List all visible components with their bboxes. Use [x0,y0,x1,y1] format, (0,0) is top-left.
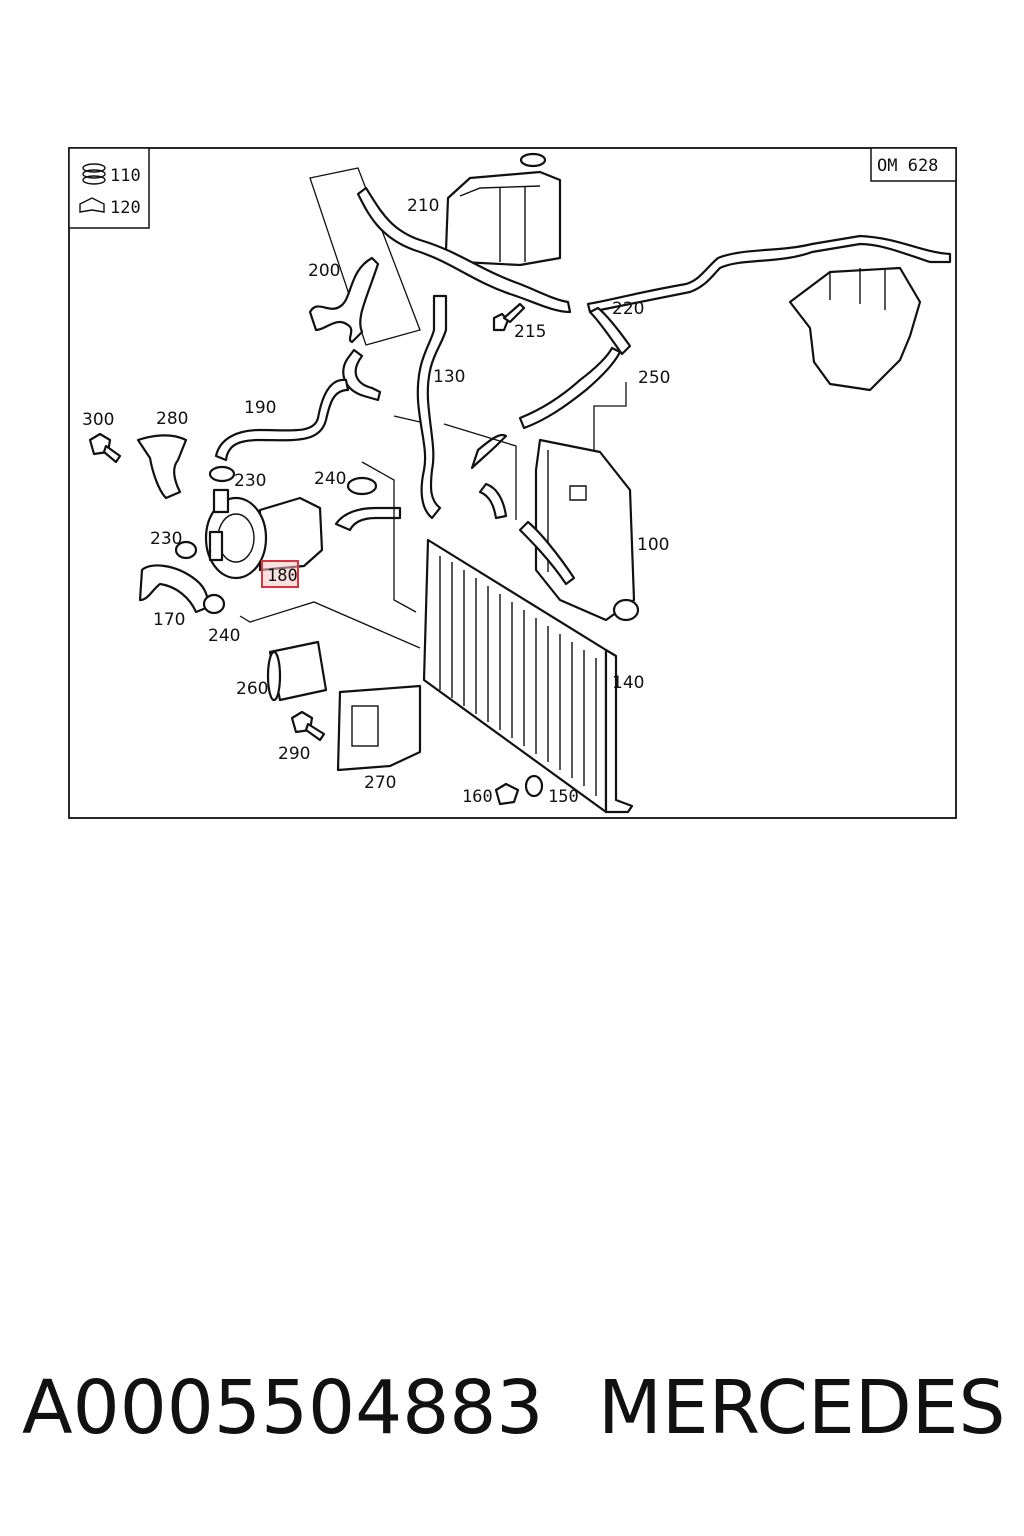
legend-num-120: 120 [110,198,141,218]
callout-270[interactable]: 270 [364,773,396,793]
callout-180[interactable]: 180 [267,566,298,586]
callouts: 210 200 215 220 130 250 190 300 280 230 … [82,196,670,807]
callout-230-top[interactable]: 230 [234,471,266,491]
callout-250[interactable]: 250 [638,368,670,388]
gasket-ring-icon [82,163,106,185]
callout-240-upper[interactable]: 240 [314,469,346,489]
clip-icon [79,197,105,213]
callout-290[interactable]: 290 [278,744,310,764]
footer: A0005504883 MERCEDES [0,1365,1024,1475]
callout-190[interactable]: 190 [244,398,276,418]
callout-130[interactable]: 130 [433,367,465,387]
callout-230-lower[interactable]: 230 [150,529,182,549]
callout-280[interactable]: 280 [156,409,188,429]
callout-200[interactable]: 200 [308,261,340,281]
callout-300[interactable]: 300 [82,410,114,430]
callout-180-highlight[interactable]: 180 [261,560,299,588]
callout-220[interactable]: 220 [612,299,644,319]
callout-260[interactable]: 260 [236,679,268,699]
engine-code-box: OM 628 [870,147,957,182]
callout-210[interactable]: 210 [407,196,439,216]
part-outlines [88,152,952,814]
callout-140[interactable]: 140 [612,673,644,693]
brand-name: MERCEDES [598,1365,1006,1451]
engine-code: OM 628 [877,156,938,176]
callout-215[interactable]: 215 [514,322,546,342]
part-number: A0005504883 [22,1365,544,1451]
callout-150[interactable]: 150 [548,787,579,807]
callout-100[interactable]: 100 [637,535,669,555]
legend-num-110: 110 [110,166,141,186]
legend-box: 110 120 [68,147,150,229]
callout-170[interactable]: 170 [153,610,185,630]
callout-160[interactable]: 160 [462,787,493,807]
callout-240-lower[interactable]: 240 [208,626,240,646]
